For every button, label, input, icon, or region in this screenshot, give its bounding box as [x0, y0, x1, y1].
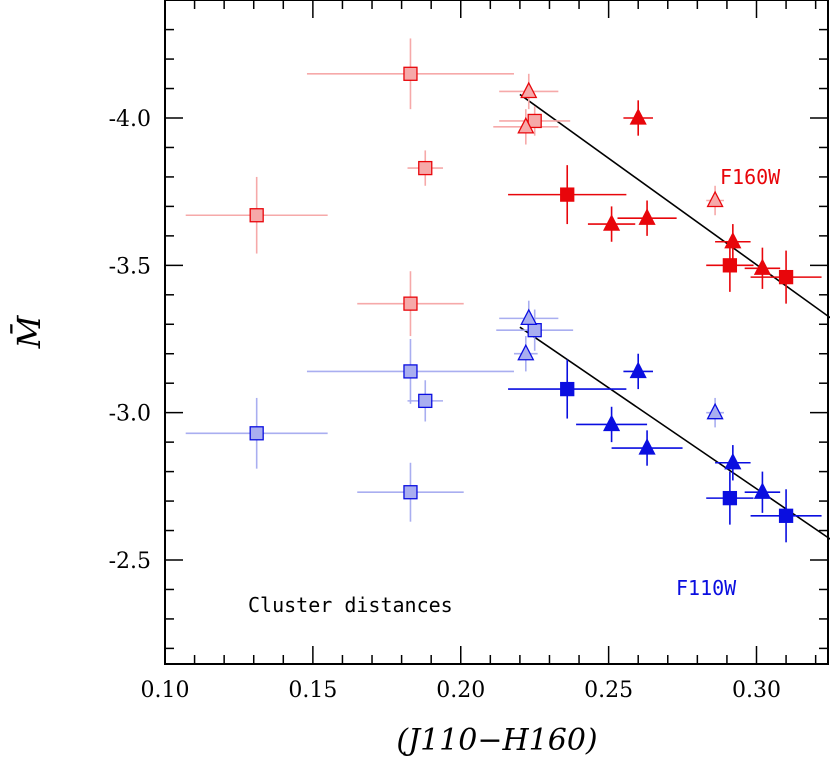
- y-tick-label: -3.5: [109, 254, 151, 279]
- f160w-triangle-point: [638, 208, 656, 225]
- f110w-square-point: [778, 508, 794, 523]
- f160w-triangle-point: [629, 108, 647, 125]
- y-tick-label: -3.0: [109, 402, 151, 427]
- f160w-square-point: [249, 208, 264, 223]
- x-axis-title: (J110−H160): [396, 723, 597, 758]
- f160w-square-point: [527, 113, 542, 129]
- f110w-triangle-point: [706, 402, 724, 420]
- f160w-square-point: [418, 160, 433, 176]
- f160w-triangle-point: [603, 214, 621, 231]
- f110w-square-point: [403, 485, 418, 500]
- f110w-square-point: [418, 393, 433, 409]
- annotation-cluster-distances: Cluster distances: [248, 593, 453, 617]
- f160w-triangle-point: [706, 190, 724, 208]
- f160w-triangle-point: [753, 258, 771, 275]
- f110w-square-point: [560, 381, 575, 397]
- x-tick-label: 0.10: [141, 678, 190, 703]
- f110w-triangle-point: [629, 361, 647, 379]
- f110w-triangle-point: [520, 308, 538, 326]
- y-tick-label: -4.0: [109, 107, 151, 132]
- f160w-square-point: [403, 66, 418, 81]
- f160w-square-point: [560, 187, 575, 202]
- f110w-square-point: [722, 490, 738, 506]
- x-tick-label: 0.15: [288, 678, 337, 703]
- fit-line: [519, 93, 830, 319]
- f110w-square-point: [527, 323, 542, 338]
- annotation-f160w: F160W: [720, 165, 781, 189]
- f160w-triangle-point: [517, 116, 535, 134]
- f110w-square-point: [403, 364, 418, 379]
- x-tick-label: 0.30: [732, 678, 781, 703]
- y-axis-title: M̄: [10, 314, 48, 349]
- f160w-square-point: [403, 296, 418, 311]
- f110w-triangle-point: [603, 414, 621, 432]
- f160w-square-point: [722, 258, 738, 273]
- y-tick-label: -2.5: [109, 549, 151, 574]
- f110w-triangle-point: [724, 452, 742, 470]
- f110w-triangle-point: [638, 438, 656, 455]
- x-tick-label: 0.25: [584, 678, 633, 703]
- f160w-square-point: [778, 269, 794, 285]
- f110w-square-point: [249, 426, 264, 441]
- plot-frame: [164, 0, 829, 665]
- annotation-f110w: F110W: [676, 576, 737, 600]
- f160w-triangle-point: [724, 231, 742, 249]
- x-tick-label: 0.20: [436, 678, 485, 703]
- f160w-triangle-point: [520, 81, 538, 99]
- f110w-triangle-point: [753, 482, 771, 499]
- f110w-triangle-point: [517, 343, 535, 361]
